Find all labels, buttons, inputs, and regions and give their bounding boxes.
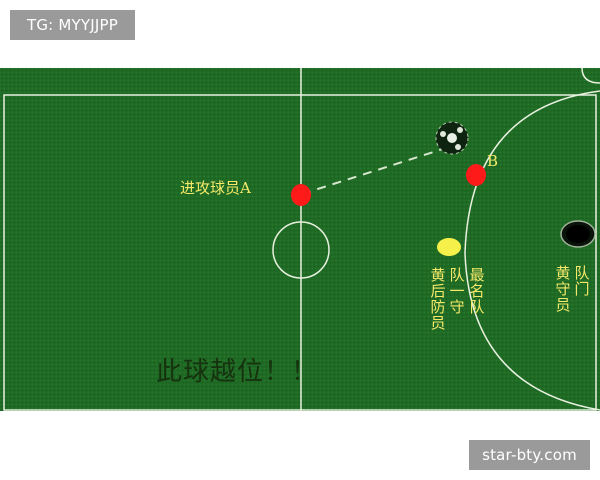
last-defender-label-col-3: 最名队	[469, 266, 485, 316]
watermark-top-left: TG: MYYJJPP	[10, 10, 135, 40]
right-penalty-arc	[464, 90, 600, 411]
point-b-label: B	[487, 152, 499, 170]
watermark-bottom-right: star-bty.com	[469, 440, 590, 470]
yellow-defender-marker	[437, 238, 461, 256]
attacker-b-marker	[466, 164, 486, 186]
goal-icon	[560, 220, 596, 248]
goalkeeper-label-col-1: 黄守员	[555, 264, 571, 314]
attacker-a-label: 进攻球员A	[180, 179, 251, 197]
center-circle	[272, 221, 330, 279]
corner-arc-top-right	[581, 68, 600, 84]
last-defender-label-col-2: 队一守	[449, 266, 465, 316]
pitch-surface	[0, 68, 600, 411]
soccer-pitch: 进攻球员A B 黄后防员 队一守 最名队 黄守员 队门	[0, 68, 600, 411]
offside-caption: 此球越位！！	[156, 357, 319, 387]
pitch-boundary	[3, 94, 597, 411]
goalkeeper-label-col-2: 队门	[574, 264, 590, 298]
pitch-drawing	[0, 68, 600, 411]
last-defender-label-col-1: 黄后防员	[430, 266, 446, 332]
attacker-a-marker	[291, 184, 311, 206]
soccer-ball-icon	[435, 121, 469, 155]
